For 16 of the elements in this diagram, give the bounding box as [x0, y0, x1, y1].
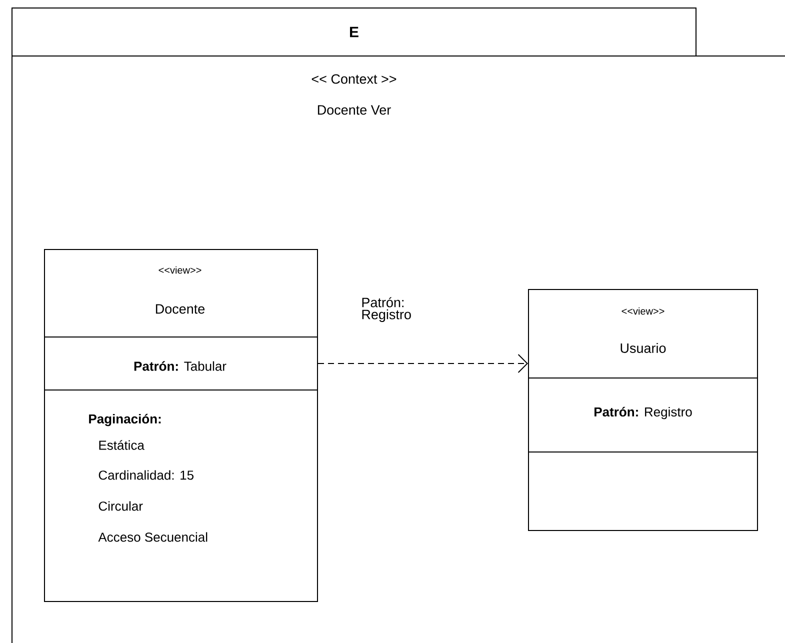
attribute-text: Acceso Secuencial — [98, 532, 208, 542]
attribute-text: Patrón: Tabular — [134, 361, 226, 371]
context-name: Docente Ver — [318, 105, 391, 115]
class-name: Docente — [156, 304, 205, 314]
attribute-text: Circular — [98, 501, 143, 511]
dashed-arrow — [318, 354, 528, 373]
frame-title: E — [350, 26, 358, 38]
stereotype-label: << Context >> — [312, 74, 396, 84]
stereotype-label: <<view>> — [622, 307, 664, 315]
attribute-text: Cardinalidad: 15 — [98, 470, 194, 480]
stereotype-label: <<view>> — [158, 266, 202, 274]
class-name: Usuario — [620, 343, 666, 353]
attribute-text: Paginación: — [89, 414, 161, 426]
edge-label: Patrón: Registro — [360, 296, 422, 323]
attribute-text: Patrón: Registro — [594, 406, 692, 420]
attribute-text: Estática — [99, 440, 144, 450]
